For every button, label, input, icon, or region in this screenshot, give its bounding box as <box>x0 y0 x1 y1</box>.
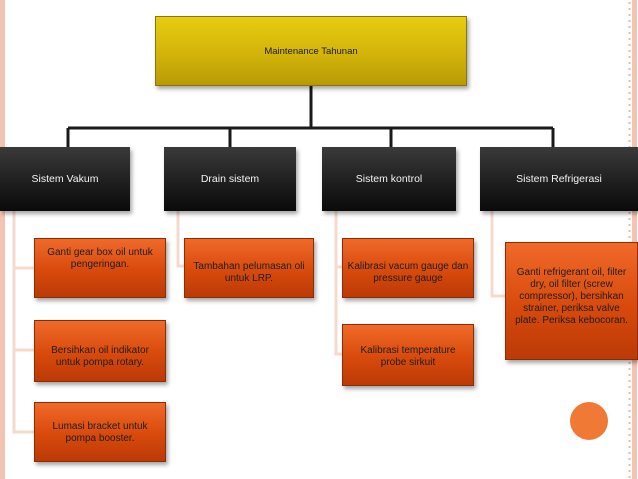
branch-header-sistem-refrigerasi: Sistem Refrigerasi <box>480 147 638 211</box>
root-node: Maintenance Tahunan <box>155 16 467 86</box>
branch-header-drain-sistem: Drain sistem <box>164 147 296 211</box>
right-decor-dots <box>628 0 631 479</box>
task-box-ganti-refrigerant-oil: Ganti refrigerant oil, filter dry, oil f… <box>505 242 638 360</box>
branch-header-sistem-vakum: Sistem Vakum <box>0 147 130 211</box>
task-box-bersihkan-oil-indikator: Bersihkan oil indikator untuk pompa rota… <box>34 320 166 382</box>
task-box-kalibrasi-vacum-gauge: Kalibrasi vacum gauge dan pressure gauge <box>342 238 474 298</box>
task-box-lumasi-bracket: Lumasi bracket untuk pompa booster. <box>34 402 166 462</box>
task-box-tambahan-pelumasan: Tambahan pelumasan oli untuk LRP. <box>184 238 314 298</box>
branch-header-sistem-kontrol: Sistem kontrol <box>322 147 456 211</box>
task-box-kalibrasi-temperature: Kalibrasi temperature probe sirkuit <box>342 324 474 386</box>
task-box-ganti-gear-box-oil: Ganti gear box oil untuk pengeringan. <box>34 238 166 298</box>
right-decor-stripe <box>632 0 637 479</box>
decor-circle <box>570 402 608 440</box>
left-decor-stripe <box>0 0 5 479</box>
